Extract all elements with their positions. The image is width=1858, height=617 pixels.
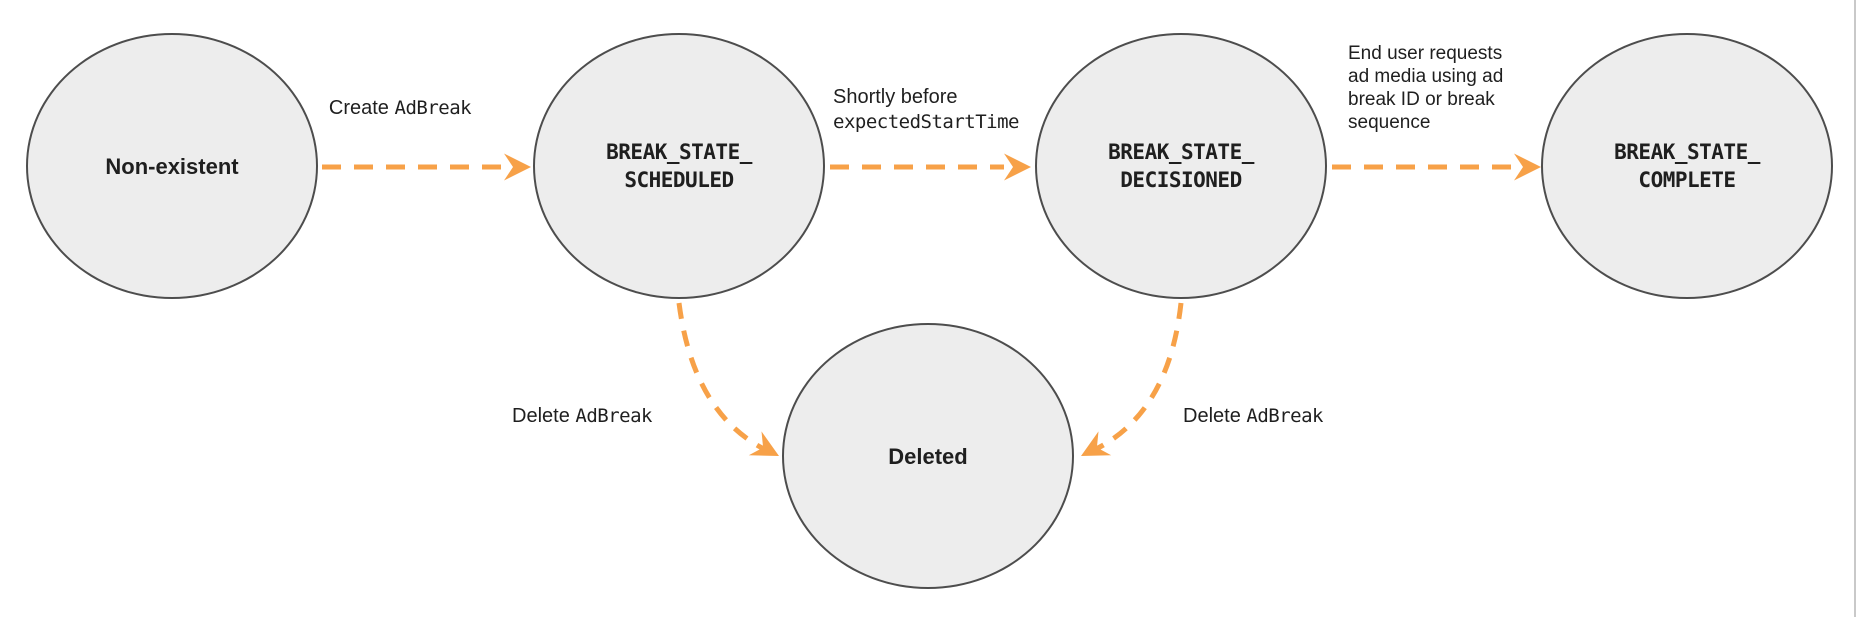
transition-label-delete-left-plain: Delete bbox=[512, 405, 570, 427]
state-label-decisioned-line2: DECISIONED bbox=[1120, 168, 1242, 192]
page-edge-line bbox=[1854, 0, 1856, 617]
state-label-scheduled-line1: BREAK_STATE_ bbox=[606, 140, 752, 164]
arrowhead-delete-right-icon bbox=[1081, 431, 1112, 456]
state-node-scheduled: BREAK_STATE_ SCHEDULED bbox=[533, 33, 825, 299]
state-node-complete: BREAK_STATE_ COMPLETE bbox=[1541, 33, 1833, 299]
state-label-scheduled-line2: SCHEDULED bbox=[624, 168, 734, 192]
arrowhead-end-user-icon bbox=[1514, 153, 1541, 181]
arrowhead-delete-left-icon bbox=[748, 431, 779, 456]
transition-label-shortly-before-plain: Shortly before bbox=[833, 86, 958, 108]
transition-label-end-user-request: End user requests ad media using ad brea… bbox=[1348, 43, 1504, 133]
state-node-deleted: Deleted bbox=[782, 323, 1074, 589]
transition-label-delete-left-code: AdBreak bbox=[575, 405, 652, 427]
state-node-decisioned: BREAK_STATE_ DECISIONED bbox=[1035, 33, 1327, 299]
transition-label-delete-right-code: AdBreak bbox=[1246, 405, 1323, 427]
transition-arrow-delete-left bbox=[676, 302, 766, 452]
transition-arrow-delete-right bbox=[1094, 302, 1184, 452]
state-label-decisioned-line1: BREAK_STATE_ bbox=[1108, 140, 1254, 164]
state-label-non-existent: Non-existent bbox=[105, 153, 239, 179]
transition-label-shortly-before-code: expectedStartTime bbox=[833, 111, 1019, 133]
transition-label-create-code: AdBreak bbox=[394, 97, 472, 119]
transition-label-create-plain: Create bbox=[328, 97, 389, 119]
state-label-complete-line2: COMPLETE bbox=[1638, 168, 1736, 192]
state-label-deleted: Deleted bbox=[888, 443, 968, 469]
transition-label-shortly-before: Shortly before expectedStartTime bbox=[833, 85, 1019, 135]
arrowhead-create-icon bbox=[504, 153, 531, 181]
state-node-non-existent: Non-existent bbox=[26, 33, 318, 299]
transition-label-delete-right-plain: Delete bbox=[1183, 405, 1241, 427]
arrowhead-shortly-before-icon bbox=[1004, 153, 1031, 181]
state-label-complete-line1: BREAK_STATE_ bbox=[1614, 140, 1760, 164]
